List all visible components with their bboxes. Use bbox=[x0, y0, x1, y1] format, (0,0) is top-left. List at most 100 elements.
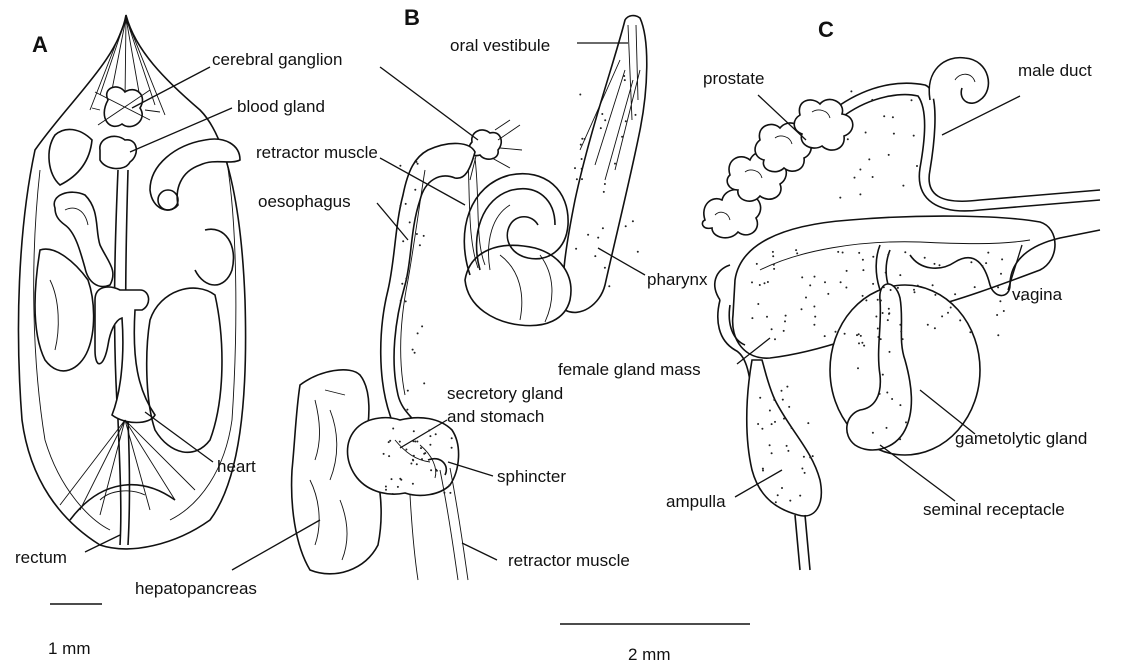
stipple-dot bbox=[999, 300, 1001, 302]
stipple-dot bbox=[764, 282, 766, 284]
stipple-dot bbox=[814, 316, 816, 318]
stipple-dot bbox=[987, 252, 989, 254]
stipple-dot bbox=[414, 441, 416, 443]
stipple-dot bbox=[837, 251, 839, 253]
stipple-dot bbox=[913, 289, 915, 291]
stipple-dot bbox=[405, 449, 407, 451]
stipple-dot bbox=[580, 144, 582, 146]
stipple-dot bbox=[804, 472, 806, 474]
stipple-dot bbox=[424, 452, 426, 454]
stipple-dot bbox=[401, 283, 403, 285]
stipple-dot bbox=[858, 252, 860, 254]
stipple-dot bbox=[934, 327, 936, 329]
stipple-dot bbox=[917, 285, 919, 287]
stipple-dot bbox=[880, 300, 882, 302]
stipple-dot bbox=[883, 115, 885, 117]
stipple-dot bbox=[416, 233, 418, 235]
stipple-dot bbox=[871, 99, 873, 101]
stipple-dot bbox=[950, 307, 952, 309]
stipple-dot bbox=[759, 284, 761, 286]
stipple-dot bbox=[845, 287, 847, 289]
stipple-dot bbox=[449, 484, 451, 486]
stipple-dot bbox=[888, 313, 890, 315]
stipple-dot bbox=[902, 338, 904, 340]
stipple-dot bbox=[1003, 310, 1005, 312]
stipple-dot bbox=[581, 158, 583, 160]
stipple-dot bbox=[762, 470, 764, 472]
stipple-dot bbox=[893, 133, 895, 135]
label-female-gland-mass: female gland mass bbox=[558, 360, 701, 379]
label-seminal-receptacle: seminal receptacle bbox=[923, 500, 1065, 519]
stipple-dot bbox=[814, 276, 816, 278]
label-vagina: vagina bbox=[1012, 285, 1063, 304]
stipple-dot bbox=[888, 154, 890, 156]
label-pharynx: pharynx bbox=[647, 270, 708, 289]
stipple-dot bbox=[882, 374, 884, 376]
stipple-dot bbox=[877, 336, 879, 338]
stipple-dot bbox=[451, 437, 453, 439]
stipple-dot bbox=[769, 410, 771, 412]
stipple-dot bbox=[888, 308, 890, 310]
stipple-dot bbox=[409, 221, 411, 223]
stipple-dot bbox=[905, 421, 907, 423]
scale-label-a: 1 mm bbox=[48, 639, 91, 658]
stipple-dot bbox=[974, 286, 976, 288]
stipple-dot bbox=[415, 161, 417, 163]
stipple-dot bbox=[865, 299, 867, 301]
stipple-dot bbox=[414, 352, 416, 354]
stipple-dot bbox=[419, 244, 421, 246]
stipple-dot bbox=[789, 500, 791, 502]
stipple-dot bbox=[862, 269, 864, 271]
stipple-dot bbox=[412, 440, 414, 442]
stipple-dot bbox=[882, 312, 884, 314]
stipple-dot bbox=[782, 399, 784, 401]
stipple-dot bbox=[970, 261, 972, 263]
stipple-dot bbox=[788, 406, 790, 408]
stipple-dot bbox=[862, 259, 864, 261]
stipple-dot bbox=[803, 456, 805, 458]
stipple-dot bbox=[809, 284, 811, 286]
stipple-dot bbox=[791, 427, 793, 429]
stipple-dot bbox=[614, 163, 616, 165]
stipple-dot bbox=[600, 127, 602, 129]
stipple-dot bbox=[751, 281, 753, 283]
stipple-dot bbox=[914, 291, 916, 293]
stipple-dot bbox=[783, 330, 785, 332]
stipple-dot bbox=[877, 328, 879, 330]
stipple-dot bbox=[621, 136, 623, 138]
stipple-dot bbox=[787, 450, 789, 452]
stipple-dot bbox=[397, 486, 399, 488]
stipple-dot bbox=[594, 255, 596, 257]
stipple-dot bbox=[576, 178, 578, 180]
stipple-dot bbox=[897, 287, 899, 289]
stipple-dot bbox=[769, 444, 771, 446]
stipple-dot bbox=[407, 390, 409, 392]
stipple-dot bbox=[773, 268, 775, 270]
stipple-dot bbox=[405, 278, 407, 280]
stipple-dot bbox=[435, 433, 437, 435]
stipple-dot bbox=[934, 294, 936, 296]
stipple-dot bbox=[412, 483, 414, 485]
label-male-duct: male duct bbox=[1018, 61, 1092, 80]
stipple-dot bbox=[417, 163, 419, 165]
label-blood-gland: blood gland bbox=[237, 97, 325, 116]
stipple-dot bbox=[786, 445, 788, 447]
label-oral-vestibule: oral vestibule bbox=[450, 36, 550, 55]
label-sphincter: sphincter bbox=[497, 467, 566, 486]
stipple-dot bbox=[807, 422, 809, 424]
stipple-dot bbox=[844, 333, 846, 335]
stipple-dot bbox=[772, 251, 774, 253]
stipple-dot bbox=[872, 256, 874, 258]
heart-tube bbox=[95, 287, 155, 422]
stipple-dot bbox=[428, 429, 430, 431]
panel-b-letter: B bbox=[404, 5, 420, 30]
stipple-dot bbox=[781, 487, 783, 489]
stipple-dot bbox=[774, 421, 776, 423]
stipple-dot bbox=[900, 331, 902, 333]
stipple-dot bbox=[1000, 273, 1002, 275]
stipple-dot bbox=[775, 501, 777, 503]
stipple-dot bbox=[997, 334, 999, 336]
stipple-dot bbox=[771, 423, 773, 425]
stipple-dot bbox=[868, 158, 870, 160]
